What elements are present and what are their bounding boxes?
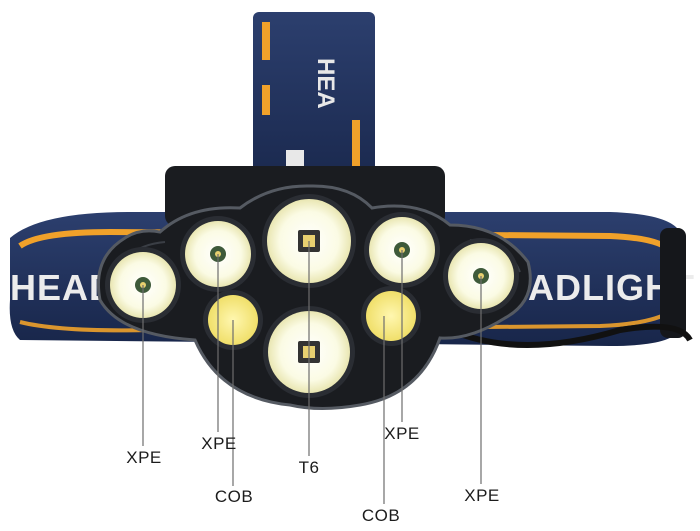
label-t6: T6	[298, 458, 320, 477]
label-xpe-inner-left: XPE	[201, 434, 237, 453]
label-xpe-far-left: XPE	[126, 448, 162, 467]
label-cob-left: COB	[214, 487, 254, 506]
callout-lines	[142, 241, 482, 504]
label-xpe-far-right: XPE	[464, 486, 500, 505]
top-strap-text: HEA	[312, 58, 339, 109]
label-cob-right: COB	[361, 506, 401, 525]
top-strap: HEA	[253, 12, 375, 202]
label-xpe-inner-right: XPE	[384, 424, 420, 443]
cob-led-right	[361, 286, 421, 346]
